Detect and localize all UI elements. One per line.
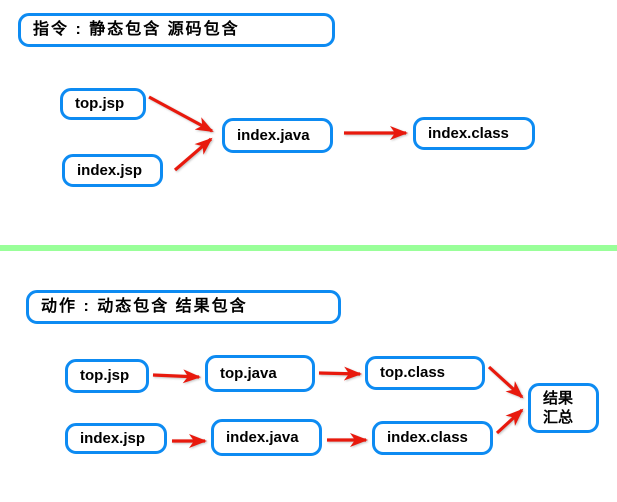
arrow-action-indexclass-to-result [495,408,524,435]
action-node-top-java: top.java [205,355,315,392]
action-node-top-jsp: top.jsp [65,359,149,393]
action-node-result-summary: 结果 汇总 [528,383,599,433]
action-node-index-jsp: index.jsp [65,423,167,454]
section-divider [0,245,617,251]
arrow-action-topclass-to-result [487,365,524,399]
arrow-directive-topjsp-to-indexjava [148,95,214,133]
directive-node-index-class: index.class [413,117,535,150]
directive-node-index-jsp: index.jsp [62,154,163,187]
action-node-top-class: top.class [365,356,485,390]
directive-header-box: 指令 : 静态包含 源码包含 [18,13,335,47]
directive-node-top-jsp: top.jsp [60,88,146,120]
action-header-box: 动作 : 动态包含 结果包含 [26,290,341,324]
action-node-index-java: index.java [211,419,322,456]
arrow-action-topjsp-to-topjava [152,369,201,384]
arrow-directive-indexjsp-to-indexjava [173,137,213,172]
action-node-index-class: index.class [372,421,493,455]
arrow-action-topjava-to-topclass [318,366,362,381]
directive-node-index-java: index.java [222,118,333,153]
